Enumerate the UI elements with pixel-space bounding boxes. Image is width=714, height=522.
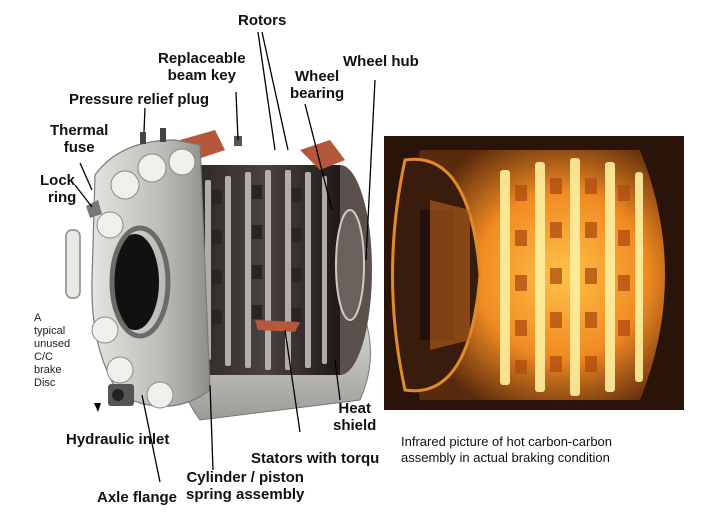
label-heat-line1: Heat [338, 400, 371, 417]
label-replaceable-line1: Replaceable [158, 50, 246, 67]
label-wheel-hub: Wheel hub [343, 53, 419, 70]
label-spring-line2: spring assembly [186, 486, 305, 503]
label-rotors: Rotors [238, 12, 287, 29]
hydraulic-arrow-icon [94, 403, 101, 412]
leader-lines [74, 31, 376, 483]
note-line-1: A [34, 312, 42, 324]
infrared-image [384, 136, 684, 410]
label-stators-with-torque: Stators with torqu [251, 450, 380, 467]
note-line-5: brake [34, 364, 62, 376]
infrared-caption-line1: Infrared picture of hot carbon-carbon [401, 434, 613, 449]
label-hydraulic-inlet: Hydraulic inlet [66, 431, 170, 448]
label-cylinder-piston-spring: Cylinder / piston spring assembly [186, 469, 304, 503]
infrared-caption-line2: assembly in actual braking condition [401, 450, 610, 465]
note-typical-unused-disc: A typical unused C/C brake Disc [34, 312, 70, 390]
note-line-2: typical [34, 325, 66, 337]
label-cylinder-line1: Cylinder / piston [186, 469, 304, 486]
label-replaceable-beam-key: Replaceable beam key [158, 50, 246, 84]
label-axle-flange: Axle flange [97, 489, 178, 506]
label-wheel-line1: Wheel [295, 68, 340, 85]
note-line-3: unused [34, 338, 71, 350]
label-shield-line2: shield [333, 417, 377, 434]
label-lock-line1: Lock [40, 172, 76, 189]
infrared-caption: Infrared picture of hot carbon-carbon as… [401, 434, 612, 466]
label-thermal-line1: Thermal [50, 122, 109, 139]
label-bearing-line2: bearing [290, 85, 345, 102]
label-ring-line2: ring [48, 189, 77, 206]
label-heat-shield: Heat shield [333, 400, 376, 434]
label-thermal-fuse: Thermal fuse [50, 122, 108, 156]
label-lock-ring: Lock ring [40, 172, 76, 206]
brake-assembly-image [65, 128, 372, 421]
label-pressure-relief-plug: Pressure relief plug [69, 91, 210, 108]
note-line-4: C/C [34, 351, 53, 363]
label-beam-key-line2: beam key [167, 67, 236, 84]
note-line-6: Disc [34, 377, 56, 389]
label-wheel-bearing: Wheel bearing [290, 68, 344, 102]
label-fuse-line2: fuse [63, 139, 95, 156]
